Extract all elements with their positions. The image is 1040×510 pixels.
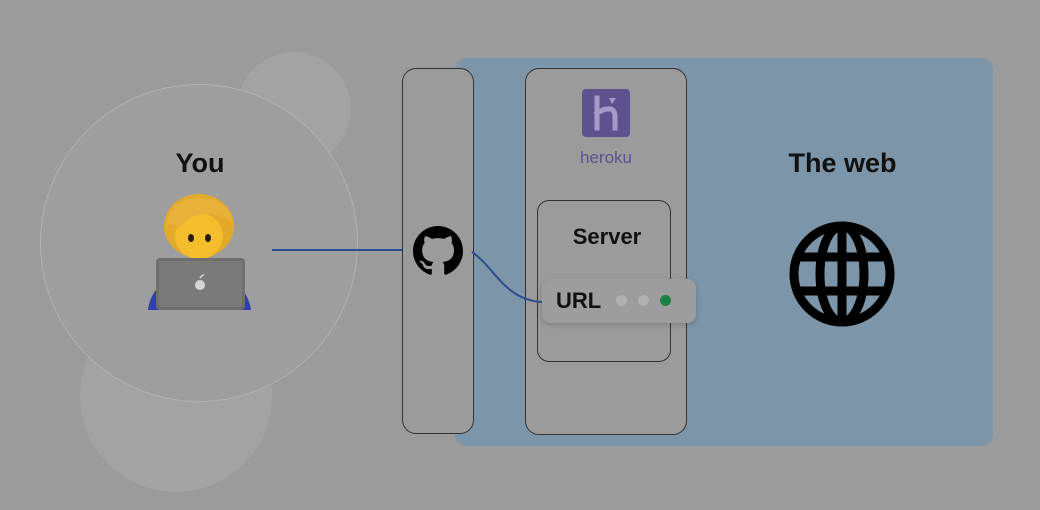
web-label: The web bbox=[788, 148, 897, 178]
globe-icon bbox=[789, 221, 895, 327]
you-label: You bbox=[175, 148, 225, 178]
status-dot bbox=[638, 295, 649, 306]
heroku-wordmark: heroku bbox=[580, 148, 632, 167]
github-icon bbox=[413, 226, 463, 275]
url-label: URL bbox=[556, 288, 602, 313]
heroku-logo-icon bbox=[582, 89, 630, 137]
status-dot bbox=[616, 295, 627, 306]
developer-with-laptop-icon bbox=[148, 194, 251, 310]
server-label: Server bbox=[572, 224, 642, 249]
status-dot bbox=[660, 295, 671, 306]
you-circle bbox=[40, 84, 358, 402]
